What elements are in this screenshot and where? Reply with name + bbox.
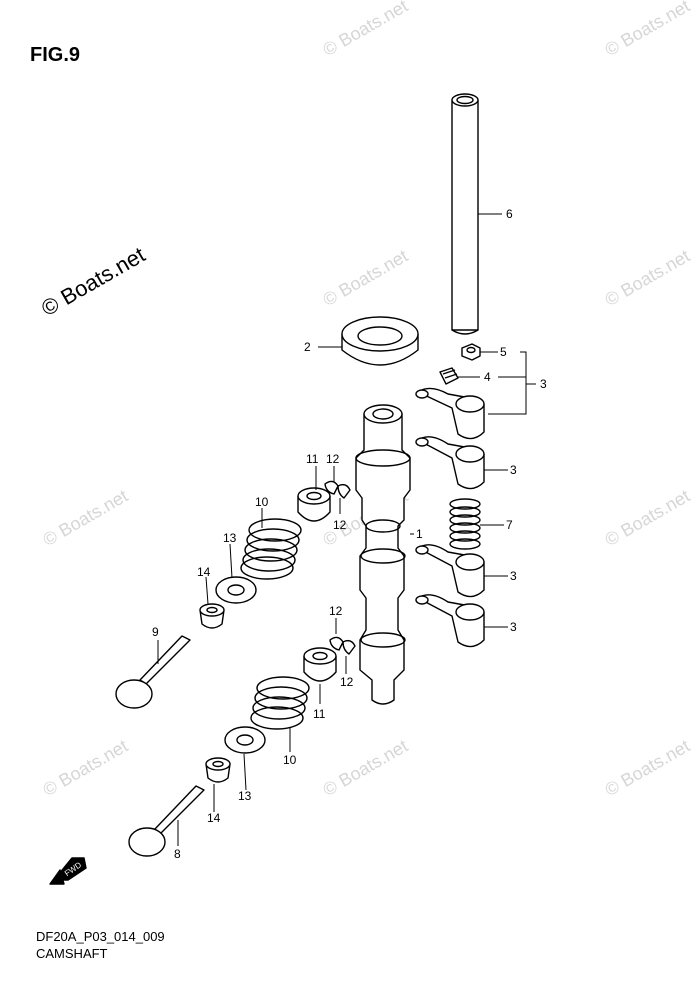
part-oil-seal (341, 316, 419, 366)
callout-number: 13 (223, 531, 237, 545)
callout-number: 7 (506, 518, 513, 532)
part-valve-spring (240, 518, 302, 580)
callout-number: 9 (152, 625, 159, 639)
callout-number: 10 (283, 753, 297, 767)
callout-number: 6 (506, 207, 513, 221)
part-nut (461, 343, 481, 361)
callout-number: 14 (207, 811, 221, 825)
callout-number: 5 (500, 345, 507, 359)
callout-number: 10 (255, 495, 269, 509)
callout-number: 12 (326, 452, 340, 466)
part-valve-spring (250, 676, 310, 730)
fwd-arrow-icon (49, 857, 87, 885)
part-camshaft (355, 404, 411, 705)
part-rocker-arm (415, 387, 485, 440)
drawing-code: DF20A_P03_014_009 (36, 929, 165, 944)
callout-number: 11 (313, 707, 326, 721)
part-rocker-arm (415, 594, 485, 648)
part-stem-seal (199, 603, 225, 629)
part-exhaust-valve (128, 785, 205, 857)
part-spring-retainer (303, 647, 337, 682)
part-spring-seat (224, 726, 266, 754)
callout-number: 3 (510, 463, 517, 477)
part-rocker-arm (415, 436, 485, 490)
callout-number: 12 (333, 518, 347, 532)
callout-number: 1 (416, 527, 423, 541)
figure-title: FIG.9 (30, 44, 81, 66)
callout-number: 3 (540, 377, 547, 391)
callout-number: 4 (484, 370, 491, 384)
callout-number: 12 (329, 604, 343, 618)
part-spring-retainer (297, 487, 331, 522)
callout-number: 14 (197, 565, 211, 579)
callout-number: 3 (510, 620, 517, 634)
part-spring (449, 498, 481, 550)
part-intake-valve (115, 635, 191, 709)
callout-number: 13 (238, 789, 252, 803)
callout-number: 8 (174, 847, 181, 861)
callout-number: 3 (510, 569, 517, 583)
part-valve-cotter (329, 636, 356, 655)
part-stem-seal (205, 757, 231, 783)
part-rocker-arm (415, 544, 485, 598)
callout-number: 11 (306, 452, 319, 466)
part-spring-seat (215, 576, 257, 604)
part-adjust-screw (439, 367, 459, 385)
part-valve-cotter (324, 480, 351, 499)
callout-number: 2 (304, 340, 311, 354)
callout-number: 12 (340, 675, 354, 689)
drawing-name: CAMSHAFT (36, 946, 108, 961)
part-tube (451, 93, 479, 335)
